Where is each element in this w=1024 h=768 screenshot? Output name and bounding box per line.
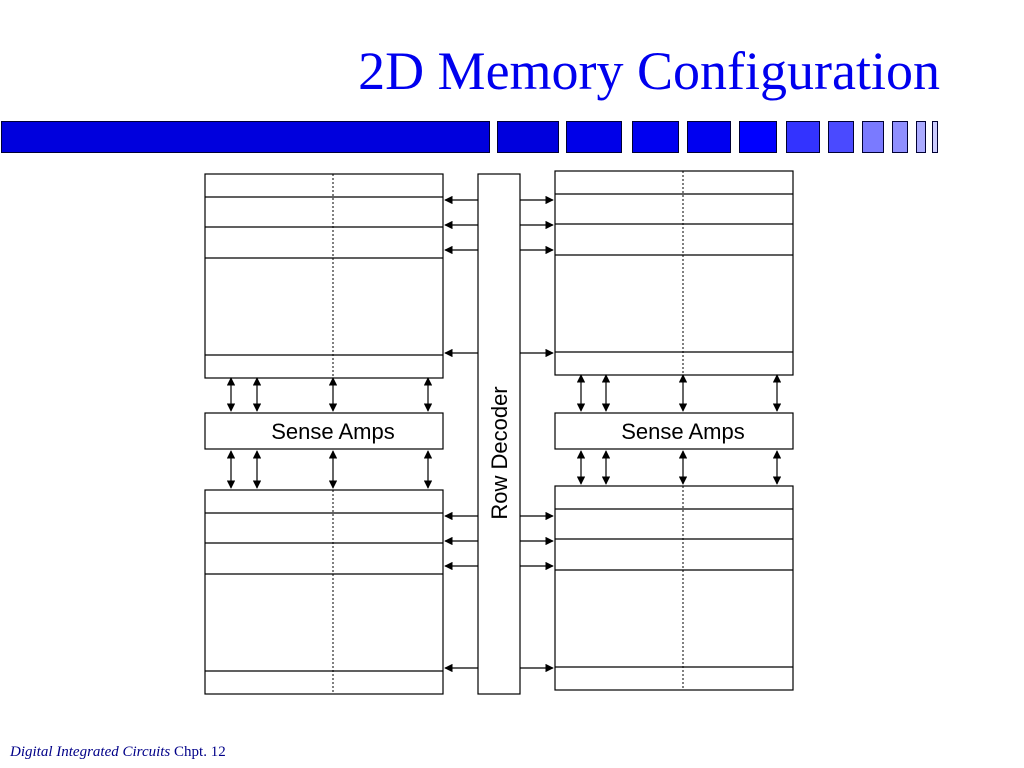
- memory-array-top-left: [204, 173, 444, 379]
- title-bar-segment: [687, 121, 731, 153]
- bitline-arrows-left-upper: [226, 377, 433, 412]
- wordline-arrows-right: [520, 195, 554, 673]
- slide-footer: Digital Integrated Circuits Chpt. 12: [10, 744, 226, 761]
- memory-array-bottom-left: [204, 489, 444, 695]
- sense-amps-left-label: Sense Amps: [271, 419, 395, 444]
- title-bar-segment: [786, 121, 820, 153]
- title-bar-segment: [862, 121, 884, 153]
- title-bar-segment: [916, 121, 926, 153]
- title-bar-segment: [892, 121, 908, 153]
- title-bar-segment: [1, 121, 490, 153]
- title-bar-segment: [566, 121, 622, 153]
- memory-array-bottom-right: [554, 485, 794, 691]
- memory-array-top-right: [554, 170, 794, 376]
- title-bar-segment: [632, 121, 679, 153]
- sense-amps-left: Sense Amps: [204, 412, 444, 450]
- title-decoration-bar: [0, 121, 1024, 155]
- row-decoder-label: Row Decoder: [487, 386, 512, 519]
- row-decoder: Row Decoder: [477, 173, 521, 695]
- footer-chapter: Chpt. 12: [174, 744, 226, 760]
- wordline-arrows-left: [444, 195, 478, 673]
- footer-course: Digital Integrated Circuits: [10, 744, 171, 760]
- bitline-arrows-left-lower: [226, 450, 433, 489]
- title-bar-segment: [932, 121, 938, 153]
- slide-title: 2D Memory Configuration: [358, 41, 940, 101]
- title-bar-segment: [497, 121, 559, 153]
- bitline-arrows-right-lower: [576, 450, 782, 485]
- sense-amps-right: Sense Amps: [554, 412, 794, 450]
- sense-amps-right-label: Sense Amps: [621, 419, 745, 444]
- title-bar-segment: [828, 121, 854, 153]
- bitline-arrows-right-upper: [576, 374, 782, 412]
- title-bar-segment: [739, 121, 777, 153]
